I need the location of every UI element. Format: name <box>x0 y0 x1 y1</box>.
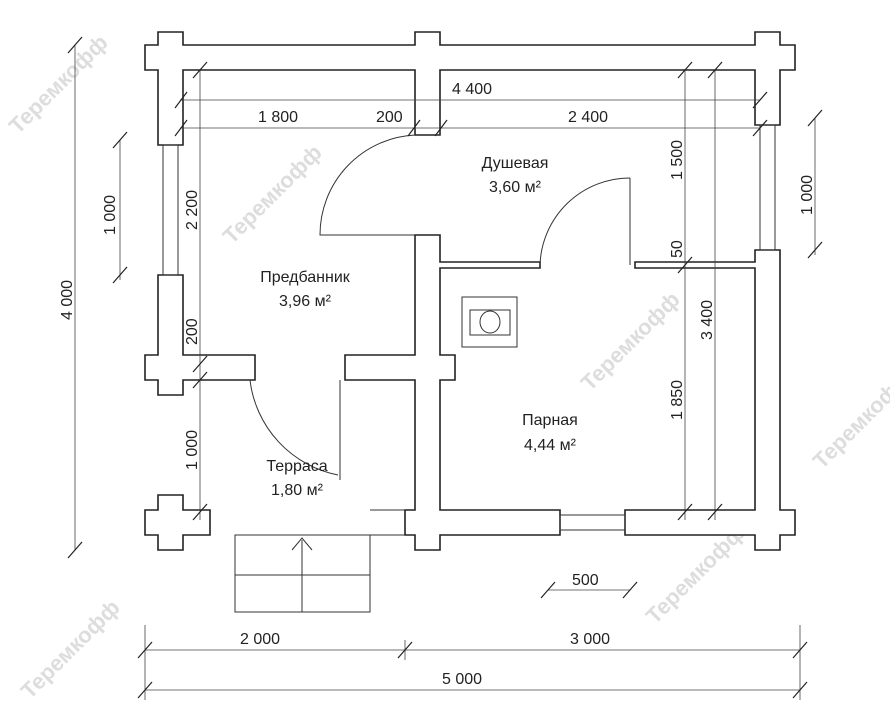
watermark: Теремкофф <box>576 287 685 396</box>
dim-bottom-left: 2 000 <box>240 631 280 648</box>
dim-right-gap: 50 <box>669 240 686 258</box>
door-shower-swing <box>319 134 416 236</box>
stairs <box>234 534 371 613</box>
watermark: Теремкофф <box>4 30 113 139</box>
door-entry-swing <box>249 379 339 476</box>
window-right <box>759 124 776 251</box>
stove-inner <box>469 309 511 336</box>
dim-bottom-right: 3 000 <box>570 631 610 648</box>
left-wall-mid <box>144 274 256 396</box>
room-labels: Душевая 3,60 м² Предбанник 3,96 м² Парна… <box>260 155 578 499</box>
dim-left-lower: 1 000 <box>184 430 201 470</box>
room-name-shower: Душевая <box>482 155 549 172</box>
dim-right-window: 1 000 <box>799 175 816 215</box>
door-steam-swing <box>539 177 631 266</box>
dim-top-left: 1 800 <box>258 109 298 126</box>
room-area-steam-room: 4,44 м² <box>524 437 577 454</box>
dim-right-total: 3 400 <box>699 300 716 340</box>
dim-left-window: 1 000 <box>102 195 119 235</box>
inner-wall <box>344 234 561 551</box>
stove <box>461 296 518 348</box>
watermark: Теремкофф <box>218 140 327 249</box>
bottom-left-corner <box>144 494 211 551</box>
dimension-labels: 4 400 1 800 200 2 400 1 000 2 200 200 1 … <box>59 81 816 688</box>
right-wall <box>624 249 796 551</box>
watermark: Теремкофф <box>16 595 125 704</box>
windows <box>162 124 776 531</box>
window-left <box>162 144 179 276</box>
dim-left-upper: 2 200 <box>184 190 201 230</box>
dim-right-upper: 1 500 <box>669 140 686 180</box>
arrow-up-icon <box>291 537 313 551</box>
walls <box>144 31 796 551</box>
dim-left-partition: 200 <box>184 318 201 345</box>
dimension-lines <box>67 36 823 700</box>
dim-left-total: 4 000 <box>59 280 76 320</box>
room-area-shower: 3,60 м² <box>489 179 542 196</box>
dim-top-inner: 4 400 <box>452 81 492 98</box>
doors <box>249 134 631 476</box>
watermark: Теремкофф <box>641 520 750 629</box>
dim-top-right: 2 400 <box>568 109 608 126</box>
window-bottom <box>559 514 626 531</box>
dim-bottom-total: 5 000 <box>442 671 482 688</box>
dim-bottom-window: 500 <box>572 572 599 589</box>
room-name-steam-room: Парная <box>522 412 578 429</box>
top-wall <box>144 31 796 146</box>
room-name-terrace: Терраса <box>266 458 327 475</box>
room-area-terrace: 1,80 м² <box>271 482 324 499</box>
watermark: Теремкофф <box>808 365 890 474</box>
stove-outer <box>461 296 518 348</box>
dim-top-mid: 200 <box>376 109 403 126</box>
room-name-anteroom: Предбанник <box>260 269 351 286</box>
stove-heater <box>479 310 501 334</box>
room-area-anteroom: 3,96 м² <box>279 293 332 310</box>
dim-right-lower: 1 850 <box>669 380 686 420</box>
